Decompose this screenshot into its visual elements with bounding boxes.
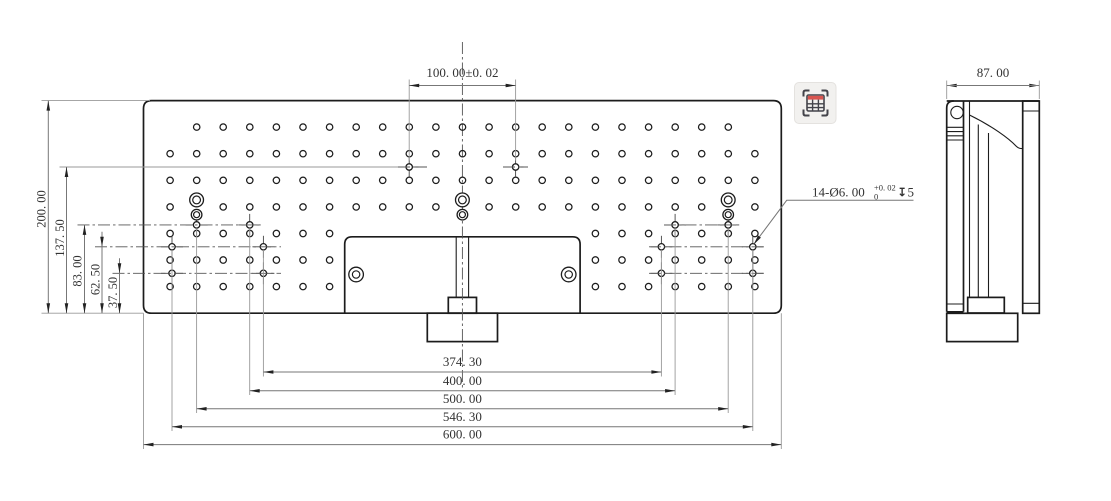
side-carriage-body: [945, 100, 965, 313]
dim-label-height-62-5: 62. 50: [89, 264, 103, 295]
side-pivot-hole: [950, 105, 964, 120]
hole-callout: 14-Ø6. 00 +0. 02 0 ↧ 5: [812, 183, 914, 202]
hole-callout-count-dia: 14-Ø6. 00: [812, 185, 865, 200]
table-capture-icon: [802, 89, 829, 117]
dim-label-height-83: 83. 00: [71, 255, 85, 286]
dim-label-span-400: 400. 00: [443, 373, 482, 388]
dim-label-span-546-3: 546. 30: [443, 409, 482, 424]
hole-callout-tol-lower: 0: [874, 192, 878, 202]
dim-label-span-500: 500. 00: [443, 391, 482, 406]
side-stem: [966, 101, 1023, 314]
dim-label-span-374-3: 374. 30: [443, 354, 482, 369]
side-base-block: [945, 312, 1019, 343]
hole-callout-tol-upper: +0. 02: [874, 183, 896, 193]
front-view: [142, 42, 783, 389]
depth-symbol: ↧: [897, 186, 907, 200]
hole-callout-depth-value: 5: [908, 185, 915, 200]
dim-label-height-37-5: 37. 50: [106, 277, 120, 308]
dim-label-hole-pair-100: 100. 00±0. 02: [426, 65, 498, 80]
extension-lines: [41, 79, 782, 449]
plate-outline: [142, 99, 783, 315]
dimension-lines: [46, 83, 1040, 447]
table-capture-button[interactable]: [794, 82, 837, 124]
side-view: [945, 80, 1041, 343]
counterbore-holes: [189, 192, 736, 283]
side-foot-block: [966, 296, 1006, 314]
dim-label-plate-height-200: 200. 00: [35, 190, 49, 228]
dim-label-side-width-87: 87. 00: [977, 65, 1010, 80]
icon-header-bar: [807, 95, 824, 100]
dim-label-plate-width-600: 600. 00: [443, 427, 482, 442]
side-plate-edge: [1021, 100, 1041, 315]
side-profile-curve: [969, 114, 1023, 150]
dim-label-height-137-5: 137. 50: [53, 219, 67, 257]
dimension-labels: 100. 00±0. 02 200. 00 137. 50 83. 00 62.…: [35, 65, 1010, 442]
hole-callout-leader: [753, 199, 914, 245]
dimension-arrows: [46, 83, 1040, 447]
